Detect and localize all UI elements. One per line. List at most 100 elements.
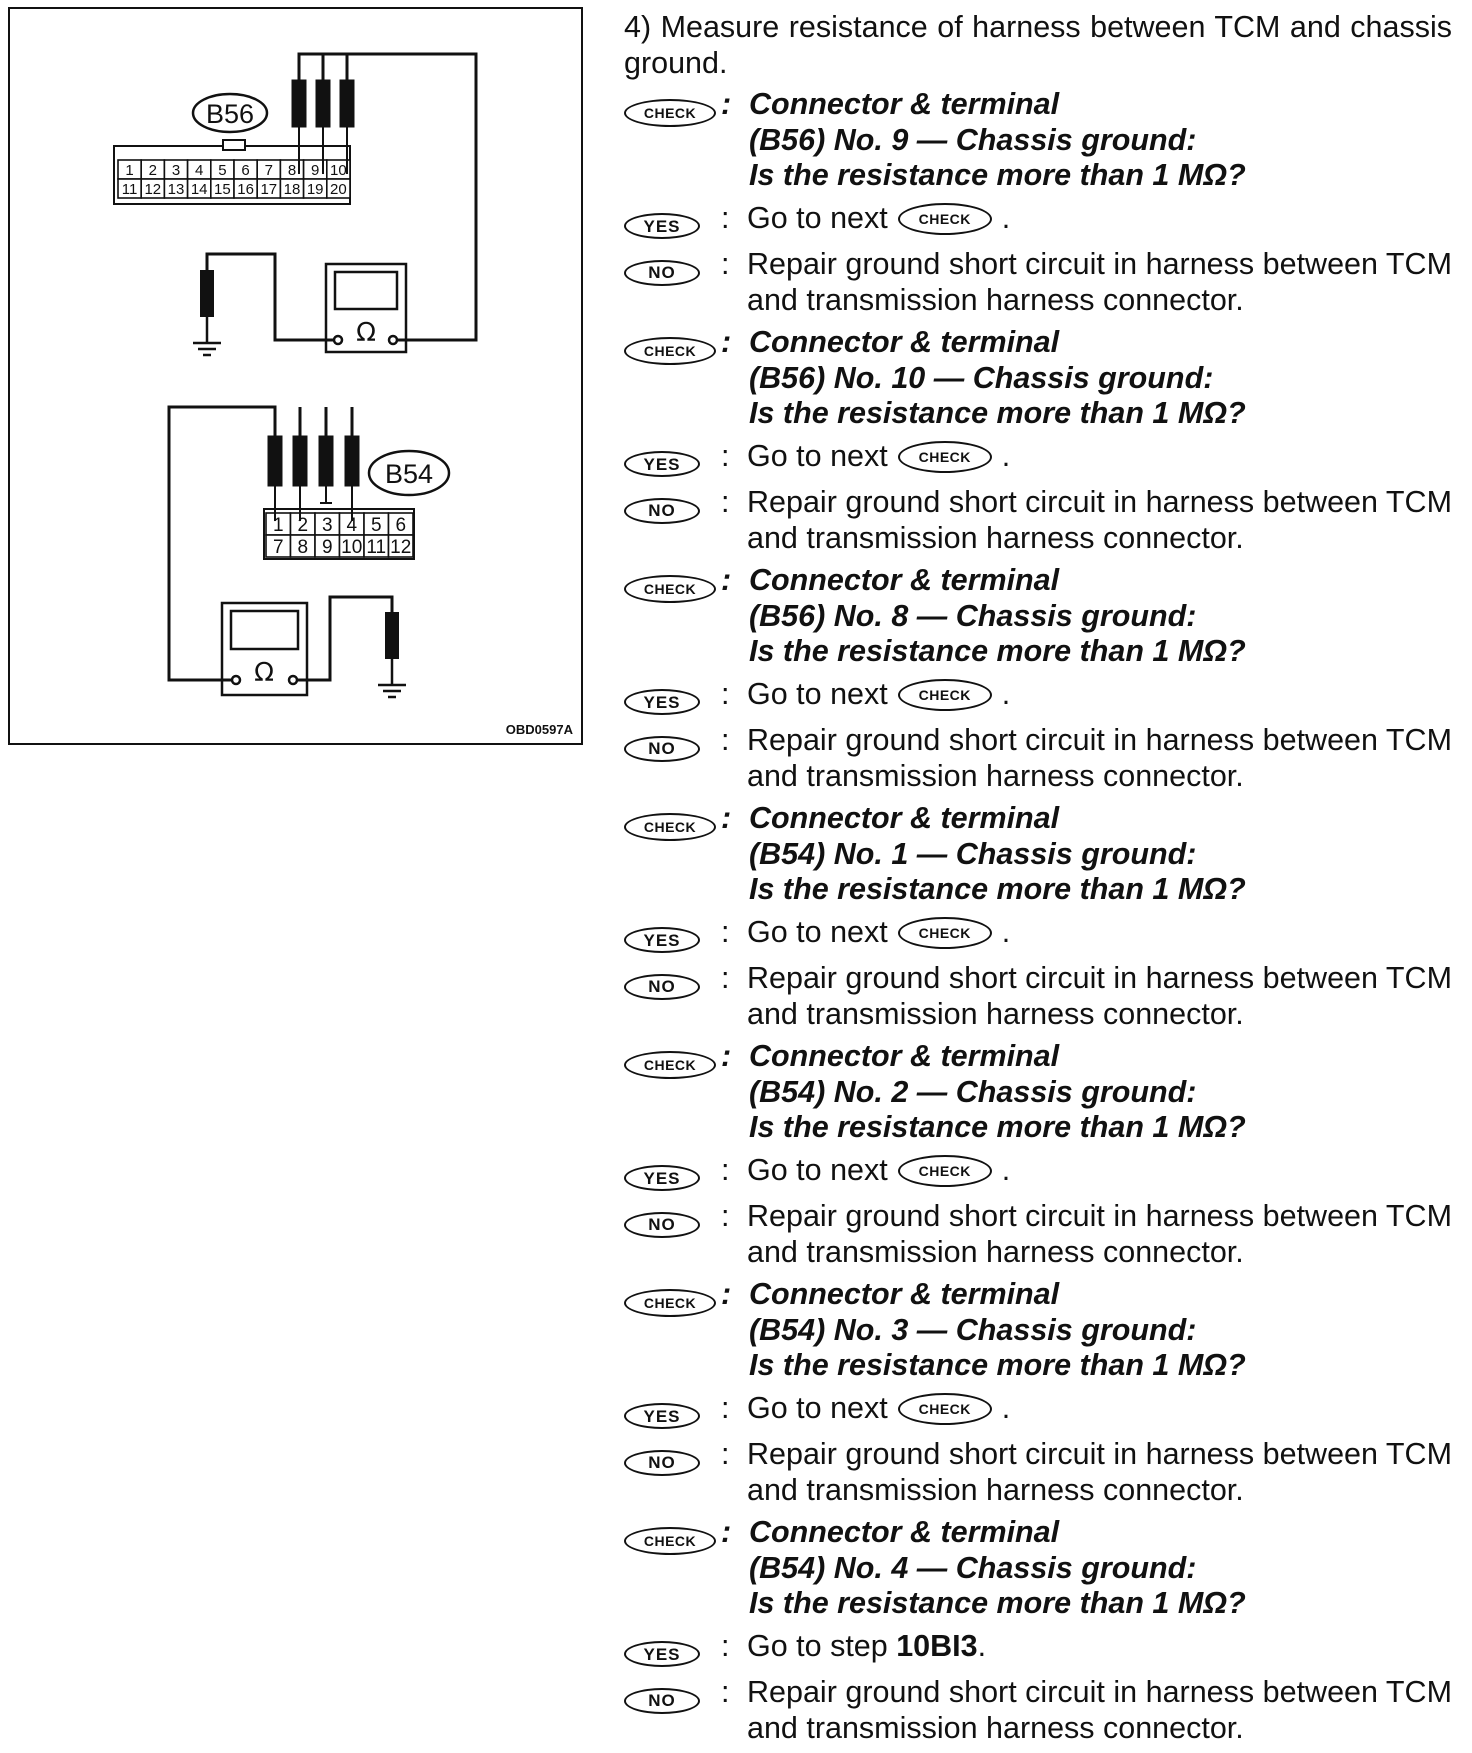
check-content: Connector & terminal(B54) No. 3 — Chassi… <box>749 1277 1452 1384</box>
badge-cell: YES <box>624 1391 721 1431</box>
no-badge: NO <box>624 259 700 286</box>
check-line: (B54) No. 2 — Chassis ground: <box>749 1074 1197 1109</box>
yes-badge: YES <box>624 1403 700 1429</box>
badge-cell: CHECK <box>624 87 721 127</box>
b54-terminal-number: 1 <box>273 515 284 536</box>
b56-terminal-cell <box>325 178 351 199</box>
b56-terminal-number: 16 <box>237 181 254 198</box>
check-item: CHECK: Connector & terminal(B56) No. 9 — … <box>624 87 1452 194</box>
badge-cell: NO <box>624 961 721 1001</box>
badge-cell: YES <box>624 1629 721 1669</box>
check-line: Is the resistance more than 1 MΩ? <box>749 1586 1246 1620</box>
b56-label: B56 <box>206 99 254 129</box>
colon-separator: : <box>721 1675 730 1709</box>
no-item: NO: Repair ground short circuit in harnes… <box>624 1437 1452 1508</box>
no-item: NO:Repair ground short circuit in harnes… <box>624 485 1452 556</box>
b56-terminal-number: 13 <box>168 181 185 198</box>
check-content: Connector & terminal(B56) No. 8 — Chassi… <box>749 563 1452 670</box>
next-check-badge[interactable]: CHECK <box>897 1393 992 1426</box>
colon-separator: : <box>721 676 730 711</box>
no-badge: NO <box>624 973 700 1000</box>
next-check-badge[interactable]: CHECK <box>897 1155 992 1188</box>
no-content: Repair ground short circuit in harness b… <box>747 1675 1452 1745</box>
colon-separator: : <box>721 87 732 121</box>
no-content: Repair ground short circuit in harness b… <box>747 1199 1452 1269</box>
no-content: Repair ground short circuit in harness b… <box>747 1437 1452 1507</box>
no-content: Repair ground short circuit in harness b… <box>747 723 1452 793</box>
no-badge: NO <box>624 1211 700 1238</box>
b54-probes <box>167 405 360 682</box>
b54-terminal-number: 8 <box>297 537 308 558</box>
badge-cell: CHECK <box>624 1039 721 1079</box>
next-check-badge[interactable]: CHECK <box>897 441 992 474</box>
badge-cell: YES <box>624 439 721 479</box>
colon-separator: : <box>721 1390 730 1425</box>
badge-cell: CHECK <box>624 563 721 603</box>
next-check-badge[interactable]: CHECK <box>897 203 992 236</box>
check-line: Connector & terminal <box>749 1039 1060 1073</box>
b56-terminal-number: 1 <box>125 162 133 179</box>
b56-terminal-number: 9 <box>311 162 319 179</box>
colon-separator: : <box>721 723 730 757</box>
colon-separator: : <box>721 200 730 235</box>
yes-content: Go to step 10BI3. <box>747 1629 1452 1665</box>
colon-separator: : <box>721 325 732 359</box>
check-steps: CHECK:Connector & terminal(B56) No. 9 — … <box>624 87 1452 1746</box>
check-line: (B54) No. 1 — Chassis ground: <box>749 836 1197 871</box>
check-item: CHECK:Connector & terminal(B54) No. 3 — … <box>624 1277 1452 1384</box>
colon-separator: : <box>721 247 730 281</box>
check-badge: CHECK <box>624 337 716 365</box>
badge-cell: NO <box>624 1437 721 1477</box>
yes-content: Go to next CHECK. <box>747 677 1452 713</box>
b56-terminal-number: 6 <box>241 162 249 179</box>
next-check-badge[interactable]: CHECK <box>897 917 992 950</box>
no-item: NO:Repair ground short circuit in harnes… <box>624 961 1452 1032</box>
yes-text: Go to next <box>747 676 888 711</box>
period: . <box>1001 914 1011 949</box>
b56-label-bubble <box>191 92 269 134</box>
badge-cell: CHECK <box>624 1277 721 1317</box>
check-item: CHECK:Connector & terminal(B54) No. 4 — … <box>624 1515 1452 1622</box>
next-check-badge[interactable]: CHECK <box>897 679 992 712</box>
yes-text: Go to step <box>747 1628 888 1663</box>
colon-separator: : <box>721 1437 730 1471</box>
step-link[interactable]: 10BI3 <box>896 1628 978 1663</box>
yes-badge: YES <box>624 689 700 715</box>
colon-separator: : <box>721 801 732 835</box>
yes-item: YES: Go to next CHECK. <box>624 1391 1452 1431</box>
colon-separator: : <box>721 1515 732 1549</box>
b56-terminal-number: 15 <box>214 181 231 198</box>
check-line: Connector & terminal <box>749 801 1060 835</box>
b56-terminal-number: 2 <box>149 162 157 179</box>
check-badge: CHECK <box>624 1527 716 1555</box>
check-line: Connector & terminal <box>749 325 1060 359</box>
colon-separator: : <box>721 485 730 519</box>
check-line: Connector & terminal <box>749 563 1060 597</box>
yes-text: Go to next <box>747 438 888 473</box>
bottom-ohm-symbol: Ω <box>254 658 274 688</box>
b56-probes <box>291 52 478 342</box>
b54-terminal-number: 6 <box>395 515 406 536</box>
check-line: (B56) No. 9 — Chassis ground: <box>749 122 1197 157</box>
b56-terminal-number: 19 <box>307 181 324 198</box>
b56-terminal-number: 18 <box>284 181 301 198</box>
yes-text: Go to next <box>747 1152 888 1187</box>
badge-cell: YES <box>624 677 721 717</box>
check-item: CHECK:Connector & terminal(B54) No. 2 — … <box>624 1039 1452 1146</box>
yes-content: Go to next CHECK. <box>747 1391 1452 1427</box>
b56-terminal-number: 14 <box>191 181 208 198</box>
check-line: (B56) No. 10 — Chassis ground: <box>749 360 1214 395</box>
check-content: Connector & terminal(B54) No. 2 — Chassi… <box>749 1039 1452 1146</box>
check-content: Connector & terminal(B56) No. 9 — Chassi… <box>749 87 1452 194</box>
yes-text: Go to next <box>747 1390 888 1425</box>
period: . <box>1001 1390 1011 1425</box>
period: . <box>1001 676 1011 711</box>
colon-separator: : <box>721 438 730 473</box>
b56-terminal-number: 8 <box>288 162 296 179</box>
